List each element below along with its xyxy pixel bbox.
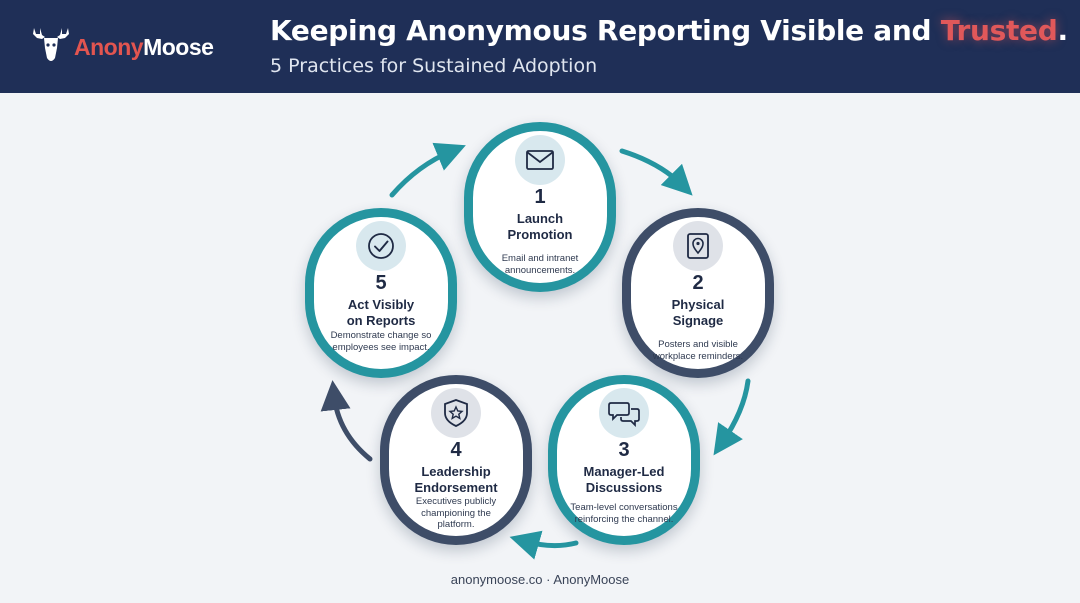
header-bar: AnonyMoose Keeping Anonymous Reporting V… [0, 0, 1080, 93]
title-end: . [1057, 14, 1068, 47]
badge-star-icon [431, 388, 481, 438]
title-accent-word: Trusted [940, 14, 1058, 47]
logo-wordmark: AnonyMoose [74, 34, 214, 60]
title-main: Keeping Anonymous Reporting Visible and [270, 14, 941, 47]
arrow-5-to-1 [389, 142, 466, 198]
footer-credit[interactable]: anonymoose.co · AnonyMoose [450, 572, 630, 587]
step-1-number: 1 [534, 186, 546, 208]
envelope-icon [515, 135, 565, 185]
step-4-number: 4 [450, 439, 462, 461]
arrow-4-to-5 [320, 380, 373, 462]
step-5-number: 5 [375, 272, 387, 294]
logo[interactable]: AnonyMoose [30, 24, 230, 68]
checkmark-icon [356, 221, 406, 271]
arrow-1-to-2 [619, 148, 693, 196]
arrow-2-to-3 [713, 378, 751, 456]
step-3-number: 3 [618, 439, 630, 461]
page-subtitle: 5 Practices for Sustained Adoption [270, 55, 598, 77]
chat-bubbles-icon [599, 388, 649, 438]
step-2-number: 2 [692, 272, 704, 294]
page-title: Keeping Anonymous Reporting Visible and … [270, 14, 1068, 47]
map-pin-icon [673, 221, 723, 271]
moose-logo-icon [33, 28, 69, 61]
cycle-arrows [320, 142, 751, 560]
arrow-3-to-4 [509, 530, 579, 560]
